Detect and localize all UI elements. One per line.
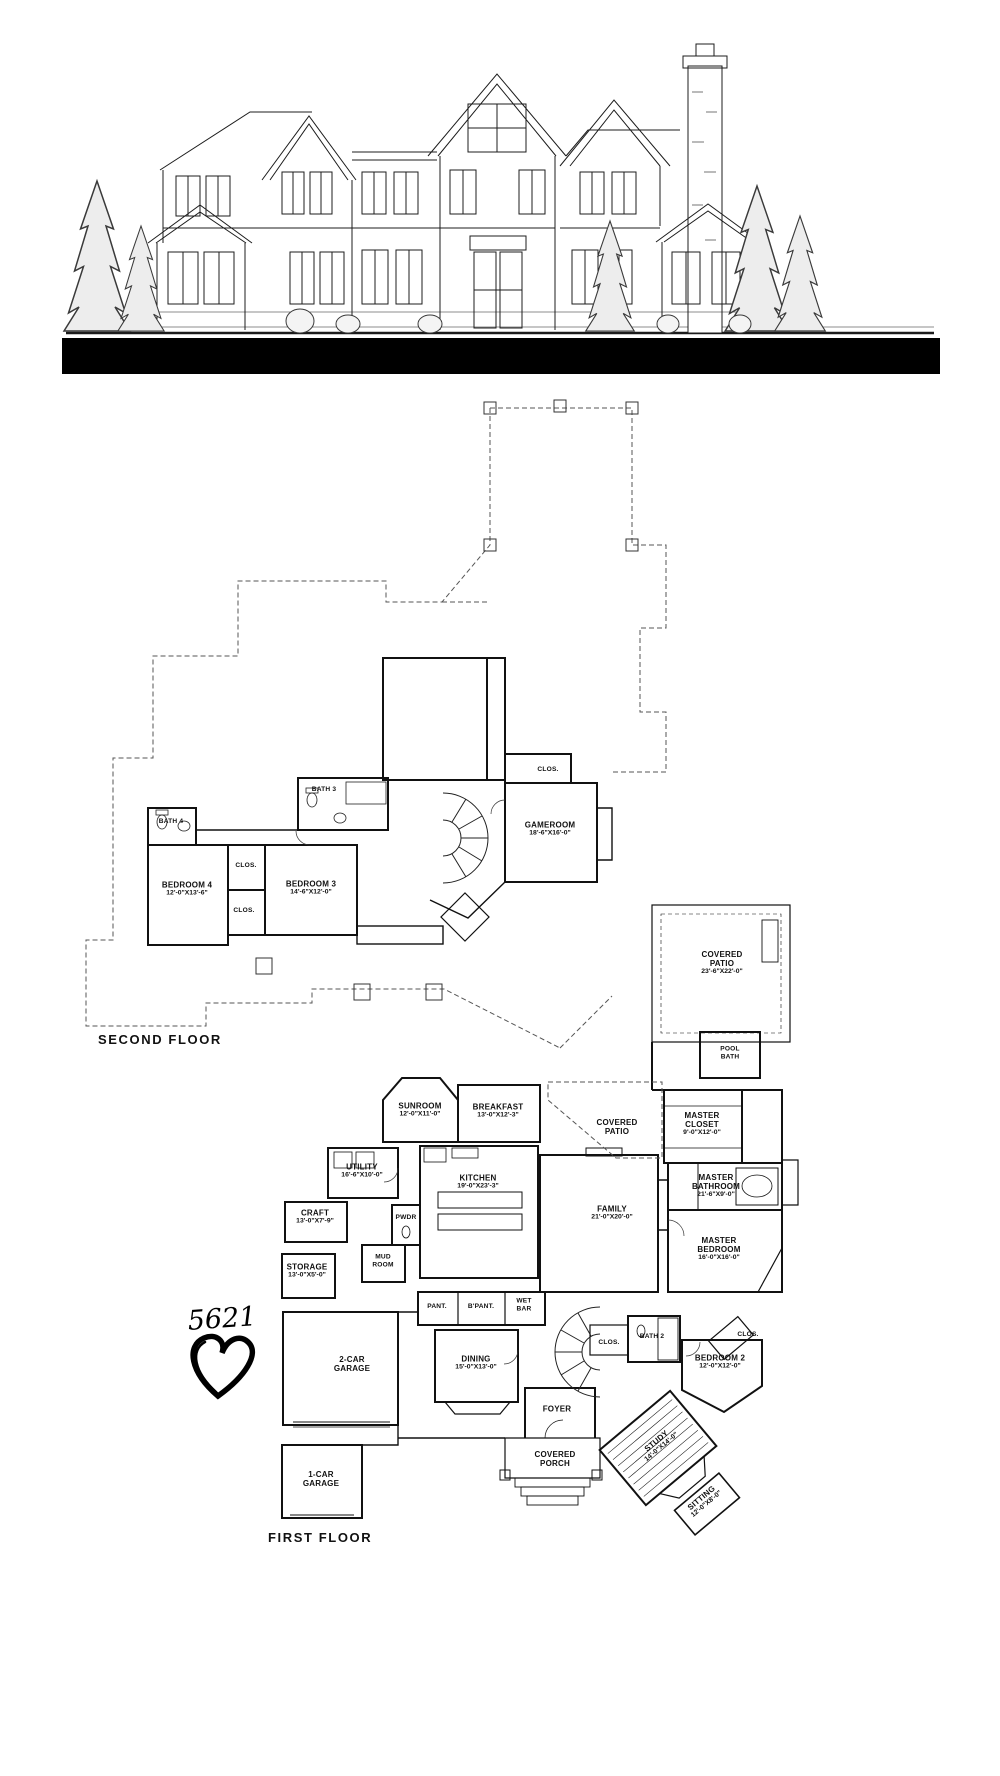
second-floor-caption: SECOND FLOOR: [98, 1032, 222, 1047]
room-label-craft: CRAFT 13'-0"X7'-9": [296, 1208, 334, 1225]
room-label-dining: DINING 15'-0"X13'-0": [455, 1354, 497, 1371]
room-label-storage: STORAGE 13'-0"X5'-0": [286, 1262, 328, 1279]
room-label-master-bathroom: MASTER BATHROOM 21'-6"X9'-0": [691, 1172, 741, 1199]
room-label-covered-patio-mid: COVERED PATIO: [596, 1117, 638, 1136]
room-label-wet-bar: WET BAR: [516, 1297, 532, 1312]
room-label-master-bedroom: MASTER BEDROOM 16'-0"X16'-0": [697, 1235, 741, 1262]
room-label-kitchen: KITCHEN 19'-0"X23'-3": [457, 1173, 499, 1190]
room-label-pwdr: PWDR: [395, 1214, 417, 1222]
plan-number: 5621: [186, 1301, 258, 1337]
room-label-foyer: FOYER: [542, 1404, 572, 1414]
middle-patio-outline: [547, 1081, 663, 1159]
door-arcs: [295, 799, 701, 1365]
room-label-bath4: BATH 4: [158, 818, 184, 826]
room-label-covered-patio: COVERED PATIO 23'-6"X22'-0": [701, 949, 743, 976]
study-wing: [598, 1389, 741, 1537]
second-floor-fixtures: [155, 781, 387, 832]
second-floor-roof-posts: [255, 399, 639, 1001]
room-label-pantry: PANT.: [427, 1303, 447, 1311]
room-label-pool-bath: POOL BATH: [720, 1045, 740, 1060]
second-floor-stairs: [442, 792, 489, 884]
room-label-clos-gameroom: CLOS.: [537, 766, 559, 774]
room-label-1-car-garage: 1-CAR GARAGE: [302, 1469, 340, 1488]
heart-sketch: [190, 1333, 256, 1400]
first-floor-walls: [281, 904, 799, 1519]
room-label-clos-right: CLOS.: [737, 1331, 759, 1339]
room-label-butlers-pantry: B'PANT.: [467, 1303, 495, 1311]
room-label-utility: UTILITY 16'-6"X10'-0": [341, 1162, 383, 1179]
landscape-trees: [63, 180, 826, 334]
room-label-family: FAMILY 21'-0"X20'-0": [591, 1204, 633, 1221]
room-label-bedroom3: BEDROOM 3 14'-6"X12'-0": [285, 879, 337, 896]
room-label-covered-porch: COVERED PORCH: [534, 1449, 576, 1468]
divider-band: [62, 338, 940, 374]
room-label-2-car-garage: 2-CAR GARAGE: [333, 1354, 371, 1373]
second-floor-walls: [147, 657, 613, 946]
room-label-clos-b: CLOS.: [233, 907, 255, 915]
room-label-bedroom4: BEDROOM 4 12'-0"X13'-6": [161, 880, 213, 897]
foyer-stairs: [554, 1306, 601, 1398]
room-label-gameroom: GAMEROOM 18'-6"X16'-0": [524, 820, 576, 837]
second-floor-roof-outline: [85, 407, 667, 1049]
room-label-master-closet: MASTER CLOSET 9'-0"X12'-0": [683, 1110, 721, 1137]
room-label-bath3: BATH 3: [311, 786, 337, 794]
room-label-clos-a: CLOS.: [235, 862, 257, 870]
room-label-clos-stairs: CLOS.: [598, 1339, 620, 1347]
room-label-sunroom: SUNROOM 12'-0"X11'-0": [398, 1101, 442, 1118]
room-label-breakfast: BREAKFAST 13'-0"X12'-3": [472, 1102, 524, 1119]
room-label-mud-room: MUD ROOM: [372, 1253, 394, 1268]
first-floor-caption: FIRST FLOOR: [268, 1530, 373, 1545]
room-label-bedroom2: BEDROOM 2 12'-0"X12'-0": [694, 1353, 746, 1370]
front-elevation-drawing: [66, 43, 934, 335]
room-label-bath2: BATH 2: [639, 1333, 665, 1341]
